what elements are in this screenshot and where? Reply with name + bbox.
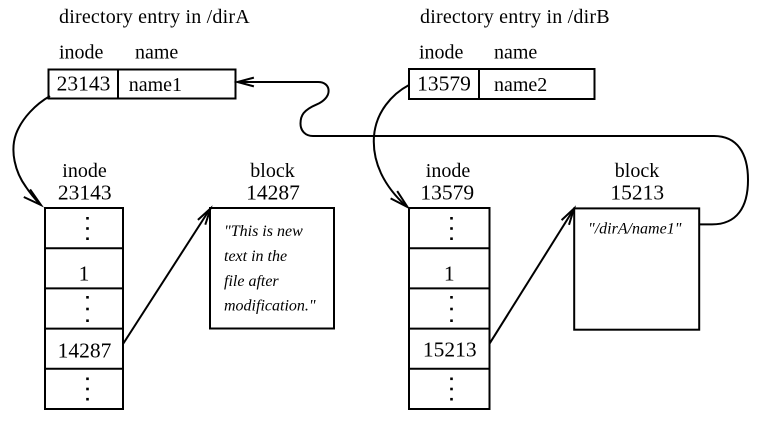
svg-text:13579: 13579: [417, 71, 471, 95]
svg-text:name: name: [494, 42, 537, 64]
svg-text:inode: inode: [59, 42, 104, 64]
svg-text:directory entry in /dirB: directory entry in /dirB: [420, 6, 610, 28]
svg-text:inode: inode: [62, 160, 107, 182]
svg-text:block: block: [615, 160, 659, 182]
svg-text:"This is new: "This is new: [224, 223, 303, 240]
svg-text:file after: file after: [224, 273, 279, 290]
svg-text:name1: name1: [129, 74, 182, 96]
svg-text:name2: name2: [494, 74, 547, 96]
svg-text:14287: 14287: [246, 180, 300, 204]
svg-text:15213: 15213: [610, 180, 664, 204]
svg-text:name: name: [135, 42, 178, 64]
svg-text:inode: inode: [426, 160, 471, 182]
svg-text:block: block: [250, 160, 294, 182]
svg-text:15213: 15213: [423, 337, 477, 361]
svg-text:23143: 23143: [58, 180, 112, 204]
svg-text:1: 1: [79, 261, 90, 285]
svg-text:1: 1: [444, 261, 455, 285]
svg-text:23143: 23143: [57, 71, 111, 95]
svg-text:14287: 14287: [58, 338, 112, 362]
svg-text:modification.": modification.": [224, 298, 316, 315]
svg-text:directory entry in /dirA: directory entry in /dirA: [59, 6, 250, 28]
svg-text:"/dirA/name1": "/dirA/name1": [588, 221, 682, 238]
svg-text:inode: inode: [419, 42, 464, 64]
svg-text:text in the: text in the: [224, 248, 287, 265]
svg-text:13579: 13579: [420, 180, 474, 204]
